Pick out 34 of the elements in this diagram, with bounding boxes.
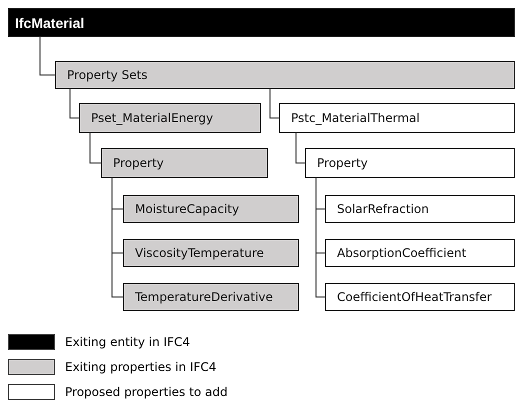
connector-line: [316, 178, 326, 298]
property-box: [123, 195, 299, 223]
property-name: MoistureCapacity: [135, 202, 240, 216]
connector-line: [90, 132, 102, 164]
property-box: [123, 239, 299, 267]
legend-label: Exiting entity in IFC4: [65, 335, 190, 349]
property-name: Pset_MaterialEnergy: [91, 111, 214, 125]
property-box: [325, 283, 515, 311]
property-name: TemperatureDerivative: [135, 290, 273, 304]
property-box: [305, 148, 515, 178]
connector-line: [270, 88, 280, 118]
property-name: Property: [317, 156, 368, 170]
property-box: [279, 103, 515, 133]
property-box: [325, 195, 515, 223]
property-name: Property: [113, 156, 164, 170]
connector-line: [296, 132, 306, 164]
property-box: [55, 61, 515, 89]
property-box: [325, 239, 515, 267]
property-box: [123, 283, 299, 311]
property-name: SolarRefraction: [337, 202, 429, 216]
legend-label: Exiting properties in IFC4: [65, 360, 216, 374]
entity-name: IfcMaterial: [15, 14, 84, 30]
property-name: Property Sets: [67, 68, 148, 82]
connector-line: [70, 88, 80, 118]
property-box: [79, 103, 261, 133]
property-box: [101, 148, 268, 178]
property-name: CoefficientOfHeatTransfer: [337, 290, 492, 304]
property-name: Pstc_MaterialThermal: [291, 111, 420, 125]
connector-line: [40, 36, 56, 76]
legend-label: Proposed properties to add: [65, 385, 228, 399]
entity-bar: [8, 8, 515, 37]
connector-line: [112, 178, 124, 298]
property-name: ViscosityTemperature: [135, 246, 264, 260]
property-name: AbsorptionCoefficient: [337, 246, 466, 260]
